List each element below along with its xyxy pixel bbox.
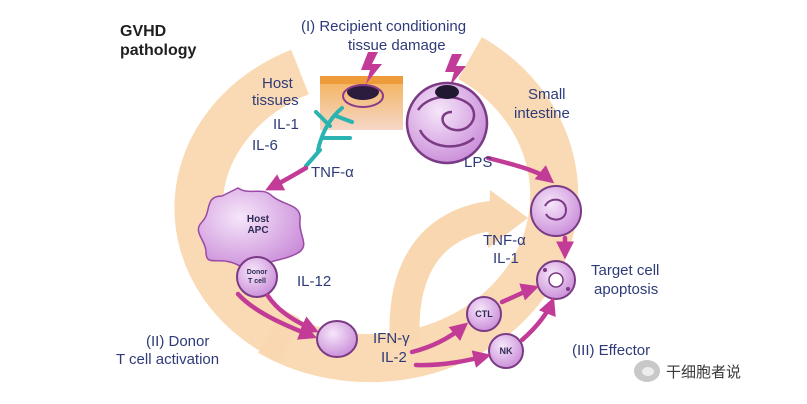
donor-tcell-label: Donor T cell — [246, 269, 268, 285]
arrow-donor-left — [235, 291, 318, 340]
il1-effector-label: IL-1 — [493, 250, 519, 267]
ctl-cell-shape — [466, 296, 502, 332]
activated-tcell — [316, 320, 358, 358]
nk-label: NK — [499, 346, 513, 356]
phase-recipient-line1: (I) Recipient conditioning — [301, 18, 467, 35]
phase-donor-line1: (II) Donor — [146, 333, 210, 350]
pathway-ring-left — [174, 49, 310, 362]
small-intestine-line1: Small — [528, 86, 566, 103]
lightning-bolt-1 — [361, 52, 382, 84]
tnf-alpha-effector-label: TNF-α — [483, 232, 526, 249]
diagram-title: GVHD pathology — [120, 23, 197, 59]
tnf-alpha-host-label: TNF-α — [311, 164, 354, 181]
target-cell-upper — [530, 185, 582, 237]
inner-hook-arrow — [389, 200, 502, 346]
arrow-lps-to-target — [485, 155, 555, 184]
arrow-ctl-to-target — [499, 283, 540, 305]
donor-tcell-shape — [236, 256, 278, 298]
il1-label: IL-1 — [273, 116, 299, 133]
host-apc-label: Host APC — [246, 214, 270, 236]
tissue-cell-nucleus — [347, 84, 379, 100]
host-tissue-top — [320, 76, 403, 84]
watermark: 干细胞者说 — [634, 357, 741, 385]
phase-recipient-line2: tissue damage — [348, 37, 446, 54]
il6-label: IL-6 — [252, 137, 278, 154]
arrow-to-nk — [413, 350, 492, 368]
lightning-bolt-2 — [445, 54, 466, 86]
small-intestine-line2: intestine — [514, 105, 570, 122]
target-cell-line1: Target cell — [591, 262, 660, 279]
il2-label: IL-2 — [381, 349, 407, 366]
arrow-tnf-to-apc — [265, 165, 309, 191]
arrow-to-ctl — [409, 322, 469, 355]
phase-effector: (III) Effector — [572, 342, 651, 359]
ctl-label: CTL — [475, 309, 493, 319]
intestine-dark-spot — [435, 85, 459, 99]
inner-hook-arrowhead — [488, 190, 528, 248]
arrow-nk-to-target — [519, 296, 556, 343]
ifn-gamma-label: IFN-γ — [373, 330, 410, 347]
il12-label: IL-12 — [297, 273, 332, 290]
host-tissues-line2: tissues — [252, 92, 299, 109]
target-cell-line2: apoptosis — [594, 281, 659, 298]
lps-label: LPS — [464, 154, 493, 171]
wechat-logo-icon — [634, 360, 660, 382]
host-tissues-line1: Host — [262, 75, 293, 92]
tissue-cell — [342, 84, 384, 108]
watermark-text: 干细胞者说 — [666, 363, 742, 381]
phase-donor-line2: T cell activation — [116, 351, 220, 368]
dendrite — [304, 106, 354, 168]
